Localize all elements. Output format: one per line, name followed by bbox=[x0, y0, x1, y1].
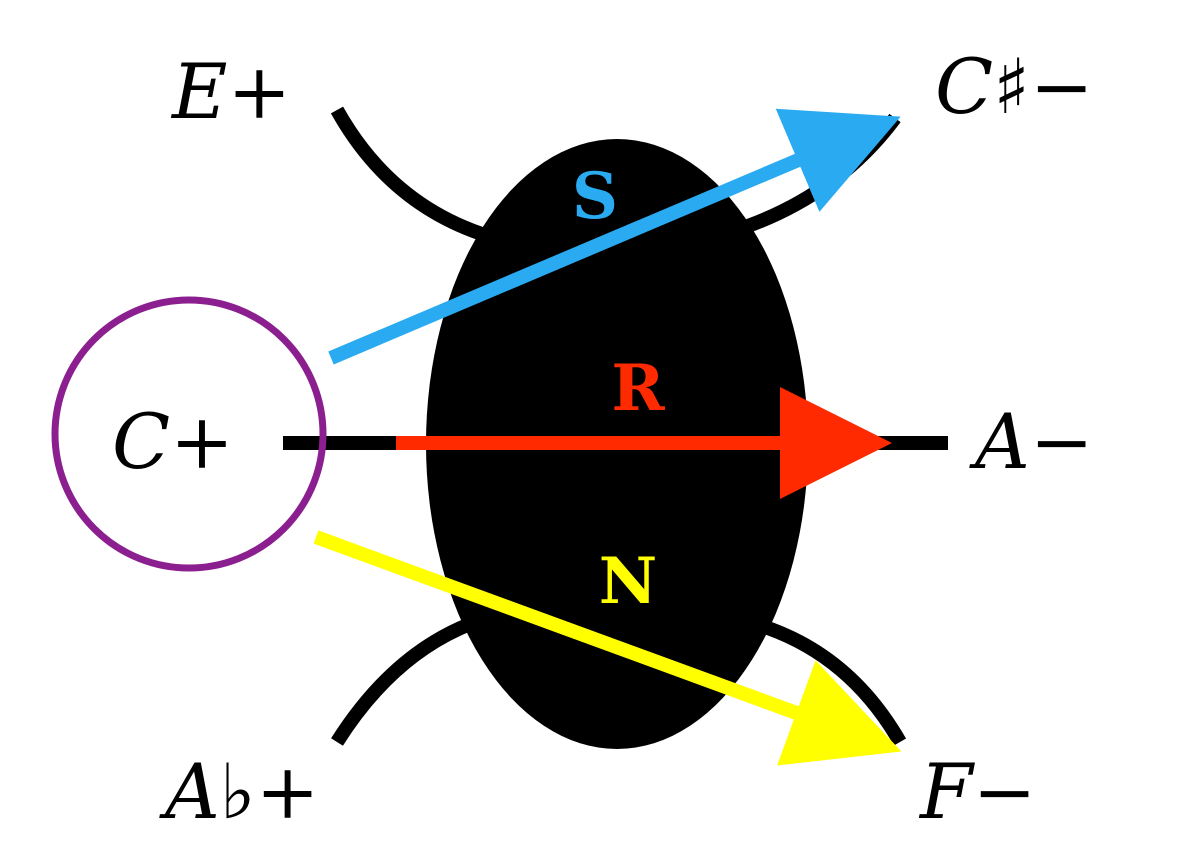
label-n: N bbox=[599, 544, 658, 619]
arrow-n bbox=[313, 530, 902, 766]
node-bottom-right: F− bbox=[918, 747, 1036, 836]
node-bottom-left: A♭+ bbox=[159, 747, 319, 836]
arrow-s bbox=[328, 108, 901, 365]
label-r: R bbox=[611, 351, 665, 426]
node-top-right: C♯− bbox=[935, 42, 1094, 131]
arc-bottom-left bbox=[331, 617, 473, 746]
highlight-circle bbox=[51, 296, 327, 572]
node-center-left: C+ bbox=[112, 397, 234, 486]
label-s: S bbox=[572, 159, 618, 234]
arc-top-left bbox=[330, 106, 491, 243]
node-top-left: E+ bbox=[170, 47, 291, 136]
node-center-right: A− bbox=[969, 397, 1094, 486]
